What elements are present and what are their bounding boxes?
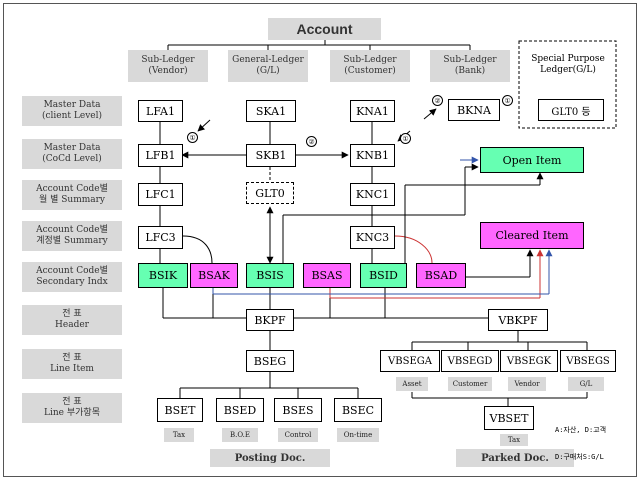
marker-two-bkna: ② [432, 95, 443, 106]
row-label-line2: 계정별 Summary [36, 236, 108, 246]
table-vbkpf[interactable]: VBKPF [488, 309, 548, 331]
row-label-line1: Account Code별 [36, 266, 108, 276]
legend-line-2: D:구매처S:G/L [555, 453, 604, 461]
ledger-customer: Sub-Ledger (Customer) [330, 50, 410, 82]
row-label-line2: 월 별 Summary [38, 195, 106, 205]
label-boe: B.O.E [222, 428, 258, 442]
table-skb1[interactable]: SKB1 [246, 144, 296, 167]
table-knc3[interactable]: KNC3 [350, 226, 395, 249]
table-bsed[interactable]: BSED [216, 398, 264, 422]
table-bsis[interactable]: BSIS [246, 263, 294, 288]
row-label-line1: 전 표 [62, 397, 82, 407]
table-bkna[interactable]: BKNA [448, 99, 500, 121]
row-label-master-client: Master Data (client Level) [22, 96, 122, 126]
label-asset: Asset [396, 377, 428, 391]
table-bses[interactable]: BSES [274, 398, 322, 422]
table-ska1[interactable]: SKA1 [246, 100, 296, 122]
footer-parked-doc: Parked Doc. [456, 449, 574, 467]
row-label-line-item: 전 표 Line Item [22, 349, 122, 379]
special-ledger-line2: Ledger(G/L) [540, 65, 596, 75]
table-bsik[interactable]: BSIK [138, 263, 188, 288]
label-tax-parked: Tax [500, 434, 528, 446]
row-label-line2: (client Level) [41, 111, 102, 121]
special-ledger-title: Special Purpose Ledger(G/L) [522, 50, 614, 80]
table-vbsegk[interactable]: VBSEGK [500, 350, 558, 372]
table-bseg[interactable]: BSEG [246, 350, 294, 372]
table-lfb1[interactable]: LFB1 [138, 144, 183, 167]
table-glt0[interactable]: GLT0 [246, 182, 294, 204]
table-bkpf[interactable]: BKPF [246, 309, 294, 331]
ledger-customer-line2: (Customer) [344, 66, 396, 76]
table-lfc1[interactable]: LFC1 [138, 183, 183, 206]
label-control: Control [278, 428, 318, 442]
label-ontime: On-time [337, 428, 379, 442]
marker-two-skb1: ② [306, 136, 317, 147]
row-label-monthly-summary: Account Code별 월 별 Summary [22, 180, 122, 210]
table-bsec[interactable]: BSEC [334, 398, 382, 422]
marker-one-lfb1: ① [187, 132, 198, 143]
row-label-master-cocd: Master Data (CoCd Level) [22, 139, 122, 169]
row-label-line1: Master Data [43, 100, 101, 110]
row-label-line-extra: 전 표 Line 부가항목 [22, 393, 122, 423]
marker-one-bkna: ① [502, 95, 513, 106]
table-lfa1[interactable]: LFA1 [138, 100, 183, 122]
ledger-bank-line1: Sub-Ledger [443, 55, 497, 65]
ledger-gl-line1: General-Ledger [232, 55, 304, 65]
table-bsad[interactable]: BSAD [416, 263, 466, 288]
ledger-bank: Sub-Ledger (Bank) [430, 50, 510, 82]
table-vbset[interactable]: VBSET [484, 406, 534, 430]
row-label-line2: Line Item [50, 364, 94, 374]
ledger-vendor: Sub-Ledger (Vendor) [128, 50, 208, 82]
label-customer: Customer [448, 377, 492, 391]
table-bsas[interactable]: BSAS [303, 263, 351, 288]
footer-posting-doc: Posting Doc. [210, 449, 330, 467]
row-label-line2: Line 부가항목 [44, 408, 100, 418]
table-vbsegs[interactable]: VBSEGS [560, 350, 616, 372]
row-label-secondary-index: Account Code별 Secondary Indx [22, 262, 122, 292]
table-knc1[interactable]: KNC1 [350, 183, 395, 206]
ledger-bank-line2: (Bank) [454, 66, 486, 76]
cleared-item-box[interactable]: Cleared Item [480, 222, 584, 249]
row-label-line1: 전 표 [62, 309, 82, 319]
table-lfc3[interactable]: LFC3 [138, 226, 183, 249]
open-item-box[interactable]: Open Item [480, 147, 584, 173]
row-label-line1: Master Data [43, 143, 101, 153]
label-tax: Tax [164, 428, 194, 442]
special-ledger-line1: Special Purpose [531, 54, 605, 64]
row-label-header: 전 표 Header [22, 305, 122, 335]
ledger-vendor-line2: (Vendor) [148, 66, 188, 76]
row-label-line1: Account Code별 [36, 225, 108, 235]
row-label-line1: 전 표 [62, 353, 82, 363]
page-title: Account [268, 18, 381, 40]
table-kna1[interactable]: KNA1 [350, 100, 395, 122]
table-bsid[interactable]: BSID [360, 263, 407, 288]
row-label-line2: Header [55, 320, 89, 330]
ledger-gl: General-Ledger (G/L) [228, 50, 308, 82]
table-vbsegd[interactable]: VBSEGD [441, 350, 499, 372]
ledger-gl-line2: (G/L) [256, 66, 280, 76]
legend-text: A:자산, D:고객 D:구매처S:G/L [555, 408, 606, 471]
table-knb1[interactable]: KNB1 [350, 144, 395, 167]
legend-line-1: A:자산, D:고객 [555, 426, 607, 434]
table-vbsega[interactable]: VBSEGA [380, 350, 440, 372]
row-label-line1: Account Code별 [36, 184, 108, 194]
row-label-line2: Secondary Indx [36, 277, 108, 287]
table-bsak[interactable]: BSAK [190, 263, 238, 288]
table-bset[interactable]: BSET [157, 398, 203, 422]
table-glt0-special[interactable]: GLT0 등 [538, 99, 604, 121]
row-label-line2: (CoCd Level) [42, 154, 102, 164]
ledger-customer-line1: Sub-Ledger [343, 55, 397, 65]
ledger-vendor-line1: Sub-Ledger [141, 55, 195, 65]
label-gl: G/L [568, 377, 604, 391]
marker-one-knb1: ① [400, 133, 411, 144]
row-label-account-summary: Account Code별 계정별 Summary [22, 221, 122, 251]
label-vendor: Vendor [508, 377, 546, 391]
